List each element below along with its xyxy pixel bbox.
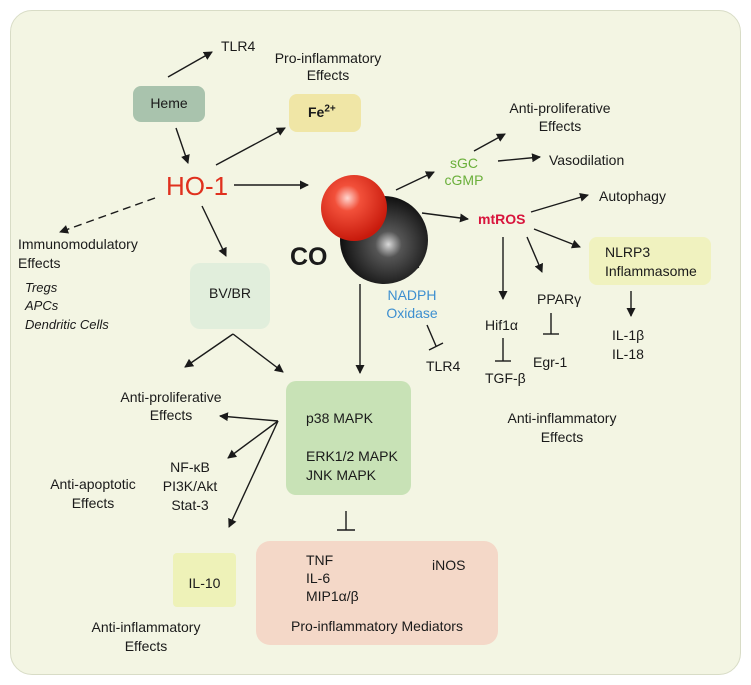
- arrow-bvbr-mapk: [232, 333, 284, 373]
- co-label: CO: [290, 243, 328, 271]
- erk-jnk-mapk-label: ERK1/2 MAPK JNK MAPK: [306, 448, 398, 483]
- tlr4-top-label: TLR4: [221, 38, 256, 54]
- fe-symbol: Fe: [308, 104, 325, 120]
- ppar-label: PPARγ: [537, 291, 582, 307]
- arrow-mapk-il10: [228, 420, 279, 528]
- nfkb-pi3k-stat3-label: NF-κB PI3K/Akt Stat-3: [162, 459, 218, 513]
- vasodilation-label: Vasodilation: [549, 152, 625, 168]
- mtros-label: mtROS: [478, 211, 526, 227]
- anti-apoptotic-label: Anti-apoptotic Effects: [50, 476, 136, 511]
- anti-inflammatory-bottom-label: Anti-inflammatory Effects: [91, 619, 201, 654]
- immunomodulatory-label: Immunomodulatory Effects: [18, 236, 138, 271]
- arrow-co-sgc: [395, 171, 435, 191]
- bvbr-label: BV/BR: [208, 285, 251, 301]
- hif1a-label: Hif1α: [485, 317, 518, 333]
- inos-label: iNOS: [432, 557, 466, 573]
- nadph-oxidase-label: NADPH Oxidase: [386, 287, 438, 321]
- anti-inflammatory-right-label: Anti-inflammatory Effects: [507, 410, 617, 445]
- fe-label: Fe2+: [308, 104, 336, 121]
- tregs-label: Tregs: [25, 280, 58, 295]
- ho1-label: HO-1: [166, 171, 229, 201]
- arrow-ho1-bvbr: [201, 205, 227, 257]
- egr1-label: Egr-1: [533, 354, 568, 370]
- arrow-heme-tlr4: [167, 51, 213, 78]
- anti-proliferative-top-label: Anti-proliferative Effects: [509, 100, 611, 134]
- inhibit-nadph-tlr4-stem: [426, 324, 437, 347]
- sgc-cgmp-label: sGC cGMP: [444, 155, 484, 188]
- apcs-label: APCs: [25, 298, 59, 313]
- anti-proliferative-left-label: Anti-proliferative Effects: [120, 389, 222, 423]
- arrow-heme-ho1: [175, 127, 190, 164]
- arrow-sgc-antiprolif: [473, 133, 506, 152]
- tlr4-bottom-label: TLR4: [426, 358, 461, 374]
- arrow-sgc-vasodilation: [497, 153, 541, 163]
- tgfb-label: TGF-β: [485, 370, 526, 386]
- pro-inflammatory-mediators-label: Pro-inflammatory Mediators: [291, 618, 463, 634]
- pro-inflammatory-effects-label: Pro-inflammatory Effects: [274, 50, 382, 83]
- autophagy-label: Autophagy: [599, 188, 666, 204]
- fe-box: [289, 94, 361, 132]
- tnf-il6-mip-label: TNF IL-6 MIP1α/β: [306, 552, 359, 604]
- arrow-mapk-antiprolif: [219, 412, 279, 422]
- arrow-co-mtros: [421, 212, 469, 223]
- pro-inflammatory-mediators-box: [256, 541, 498, 645]
- arrow-mapk-nfkb: [227, 420, 279, 459]
- mapk-box: [286, 381, 411, 495]
- nlrp3-label: NLRP3 Inflammasome: [605, 244, 697, 279]
- co-molecule-icon: [321, 175, 428, 284]
- arrow-mtros-ppar: [526, 236, 543, 273]
- il10-label: IL-10: [188, 575, 221, 591]
- bvbr-box: [190, 263, 270, 329]
- arrow-mtros-nlrp3: [533, 228, 581, 249]
- p38-mapk-label: p38 MAPK: [306, 410, 373, 426]
- nlrp3-box: [589, 237, 711, 285]
- arrow-ho1-fe: [215, 127, 286, 166]
- arrow-mtros-autophagy: [530, 192, 589, 213]
- arrow-ho1-immunomodulatory: [59, 197, 156, 234]
- fe-charge: 2+: [324, 103, 336, 115]
- heme-label: Heme: [150, 95, 188, 111]
- arrow-bvbr-antiprolif: [184, 333, 234, 368]
- dendritic-cells-label: Dendritic Cells: [25, 317, 109, 332]
- heme-box: [133, 86, 205, 122]
- il10-box: [173, 553, 236, 607]
- inhibit-nadph-tlr4-bar: [428, 342, 444, 351]
- il1b-il18-label: IL-1β IL-18: [612, 327, 645, 362]
